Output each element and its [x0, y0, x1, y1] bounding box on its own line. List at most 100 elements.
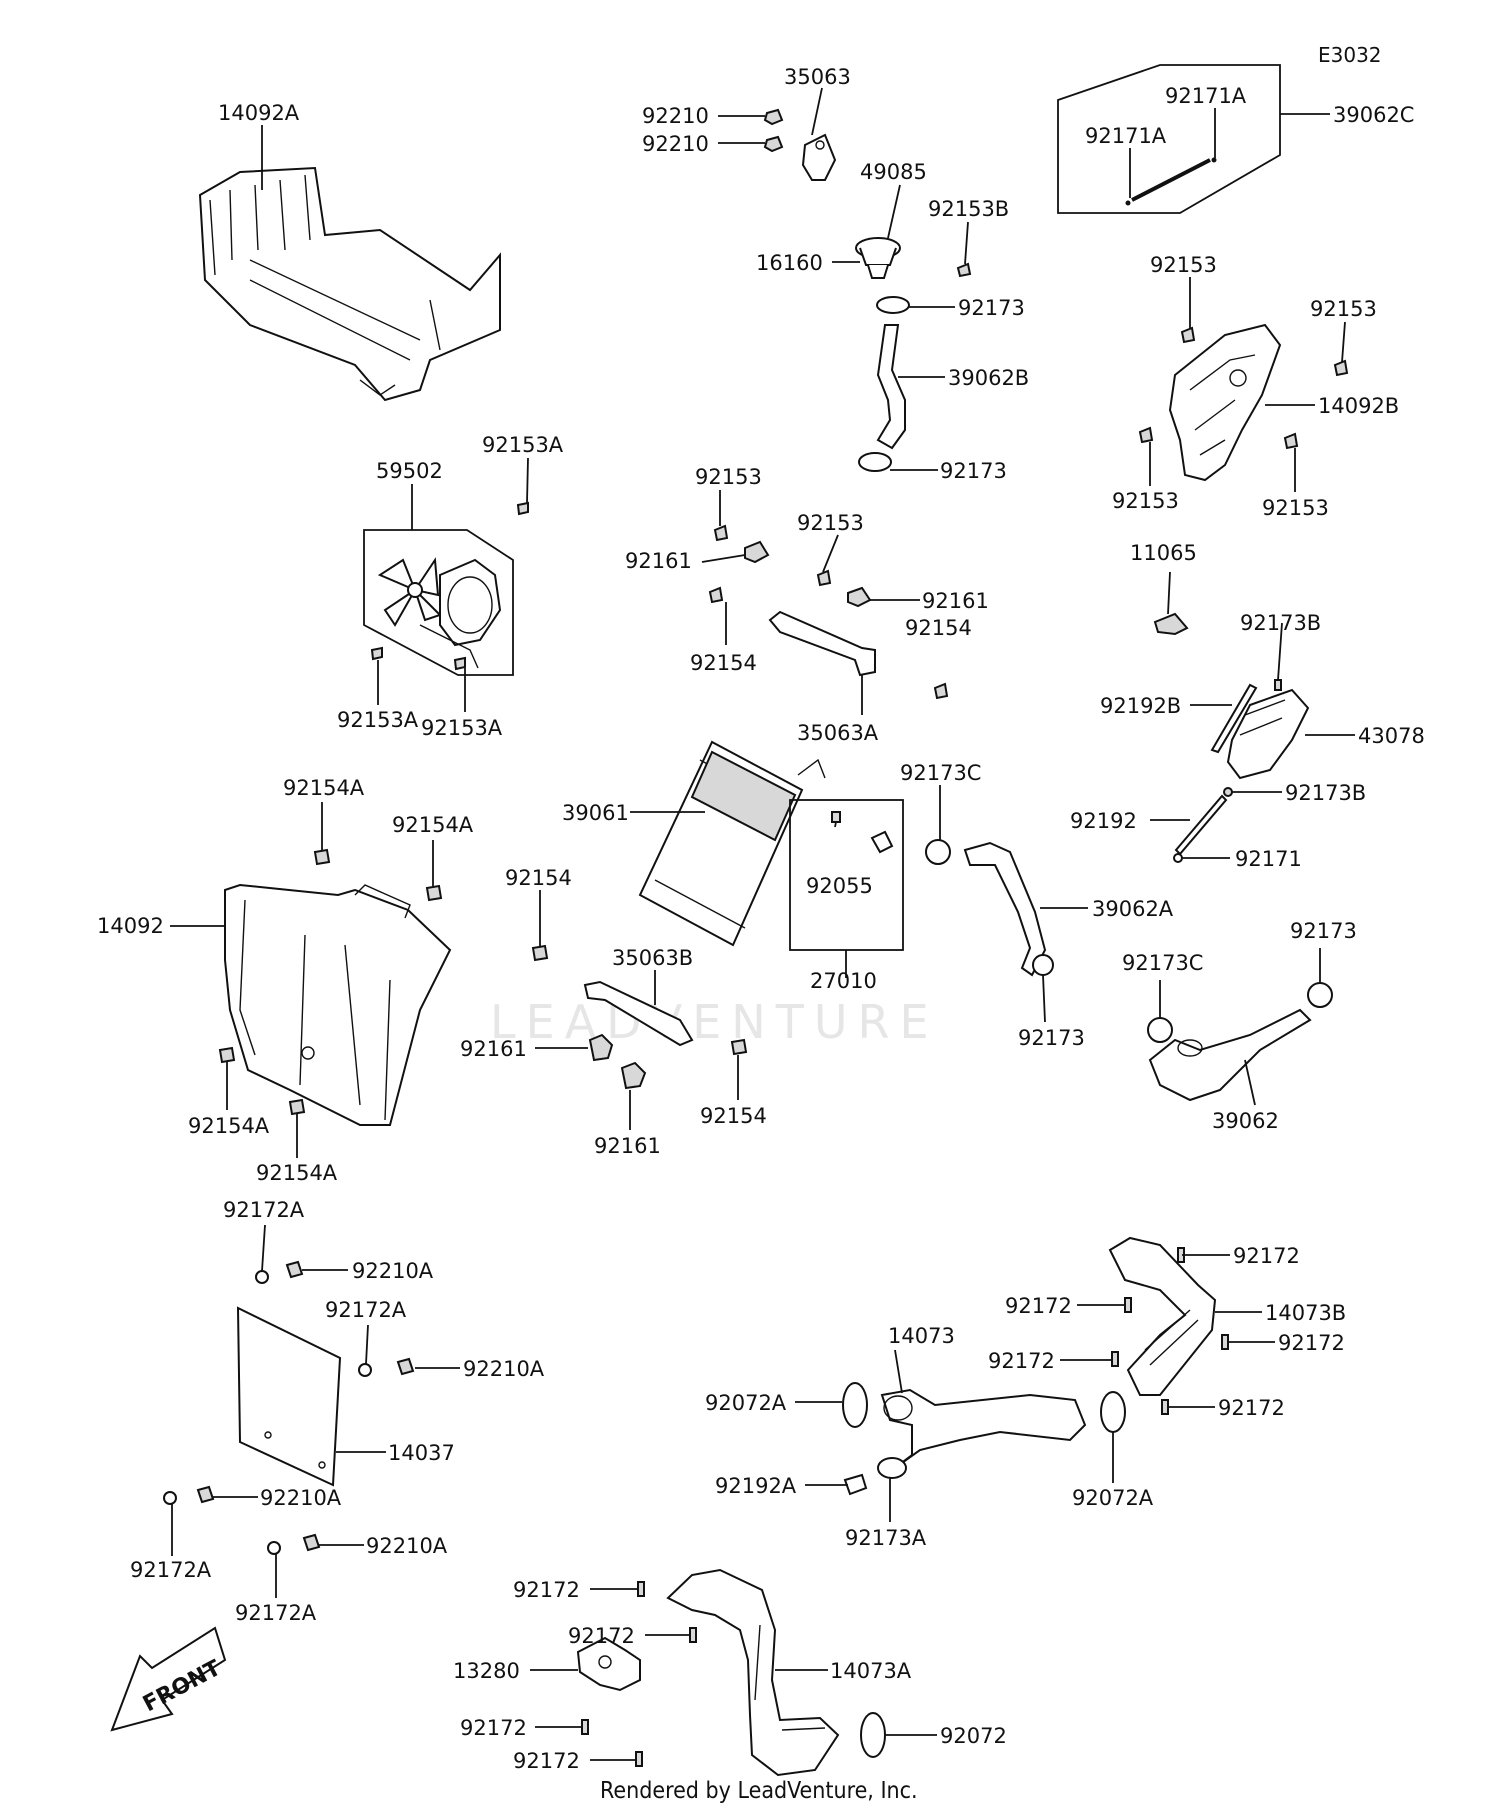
label-92192a: 92192A — [715, 1474, 797, 1498]
label-92154-2: 92154 — [905, 616, 972, 640]
label-14092a: 14092A — [218, 101, 300, 125]
part-92172a-clip-2 — [358, 1363, 372, 1377]
label-35063a: 35063A — [797, 721, 879, 745]
part-92172-bolt-r5 — [1161, 1399, 1169, 1415]
label-92173-3: 92173 — [1018, 1026, 1085, 1050]
part-92154a-bolt-4 — [288, 1098, 306, 1116]
part-92153-bolt-mid-1 — [713, 524, 729, 542]
label-92172-r3: 92172 — [1278, 1331, 1345, 1355]
part-92161-grommet-1 — [588, 1033, 614, 1062]
label-92172-r4: 92172 — [988, 1349, 1055, 1373]
part-92172-bolt-r1 — [1177, 1247, 1185, 1263]
label-92173-2: 92173 — [940, 459, 1007, 483]
part-92072-clamp — [860, 1712, 886, 1758]
label-92153a-2: 92153A — [337, 708, 419, 732]
label-92172-r5: 92172 — [1218, 1396, 1285, 1420]
label-92172-l4: 92172 — [513, 1749, 580, 1773]
label-92172a-4: 92172A — [235, 1601, 317, 1625]
label-92172a-3: 92172A — [130, 1558, 212, 1582]
part-39062a-hose — [963, 841, 1047, 977]
label-92173-1: 92173 — [958, 296, 1025, 320]
label-92154a-2: 92154A — [392, 813, 474, 837]
label-92171a-1: 92171A — [1085, 124, 1167, 148]
label-92153-2: 92153 — [1310, 297, 1377, 321]
label-14037: 14037 — [388, 1441, 455, 1465]
part-39062-hose — [1148, 1008, 1312, 1102]
part-14073-duct — [880, 1388, 1087, 1471]
label-14092b: 14092B — [1318, 394, 1399, 418]
label-59502: 59502 — [376, 459, 443, 483]
part-39062c-kit-box — [1057, 64, 1281, 214]
part-92192a-tube — [843, 1473, 868, 1496]
part-92153a-bolt-left — [370, 646, 383, 661]
label-39062a: 39062A — [1092, 897, 1174, 921]
part-43078-reservoir-tank — [1226, 688, 1310, 780]
part-92173c-clamp-2 — [1147, 1017, 1173, 1043]
front-arrow-icon: FRONT — [110, 1626, 227, 1732]
part-11065-cap — [1153, 612, 1189, 636]
label-92161-2: 92161 — [922, 589, 989, 613]
part-92154a-bolt-2 — [425, 884, 443, 902]
label-35063b: 35063B — [612, 946, 693, 970]
part-14092b-cover — [1168, 323, 1282, 482]
label-92192b: 92192B — [1100, 694, 1181, 718]
part-92210a-nut-3 — [196, 1485, 215, 1504]
part-92154-bolt-mid-1 — [708, 586, 724, 604]
label-14073: 14073 — [888, 1324, 955, 1348]
label-92171: 92171 — [1235, 847, 1302, 871]
part-92210-nut-1 — [763, 108, 784, 126]
part-92173c-clamp — [925, 839, 951, 865]
label-92172-l1: 92172 — [513, 1578, 580, 1602]
part-92172-bolt-l1 — [637, 1581, 645, 1597]
label-92153-3: 92153 — [1112, 489, 1179, 513]
label-92210a-3: 92210A — [260, 1486, 342, 1510]
part-92153-bolt-mid-2 — [816, 569, 832, 587]
part-92210a-nut-1 — [285, 1260, 304, 1279]
label-92192: 92192 — [1070, 809, 1137, 833]
part-92154a-bolt-1 — [313, 848, 331, 866]
label-92153a-1: 92153A — [482, 433, 564, 457]
label-92173b-2: 92173B — [1285, 781, 1366, 805]
label-35063: 35063 — [784, 65, 851, 89]
part-92173a-clamp — [877, 1457, 907, 1479]
label-92161-4: 92161 — [594, 1134, 661, 1158]
part-92192-hose — [1174, 794, 1228, 856]
part-14073a-duct — [666, 1568, 840, 1777]
leader-lines — [170, 87, 1355, 1761]
part-92153b-bolt — [956, 262, 972, 278]
part-92153-bolt-a — [1180, 326, 1196, 344]
label-92154-4: 92154 — [700, 1104, 767, 1128]
label-92172a-1: 92172A — [223, 1198, 305, 1222]
label-92172-r1: 92172 — [1233, 1244, 1300, 1268]
part-92171-clip — [1173, 853, 1183, 863]
label-92210-1: 92210 — [642, 104, 709, 128]
label-92154-1: 92154 — [690, 651, 757, 675]
part-92154-bolt-mid-3 — [531, 944, 549, 962]
label-92173-4: 92173 — [1290, 919, 1357, 943]
part-92173-clamp-4 — [1307, 982, 1333, 1008]
part-39062b-hose — [876, 324, 906, 450]
part-92153-bolt-d — [1283, 432, 1299, 450]
label-27010: 27010 — [810, 969, 877, 993]
part-92210-nut-2 — [763, 135, 784, 153]
label-92154a-3: 92154A — [188, 1114, 270, 1138]
label-92153-5: 92153 — [695, 465, 762, 489]
part-14037-panel — [236, 1306, 342, 1487]
part-92173-clamp-3 — [1032, 954, 1054, 976]
label-92153b: 92153B — [928, 197, 1009, 221]
part-labels: 14092A 35063 92210 92210 49085 92153B 16… — [97, 65, 1425, 1773]
part-92172-bolt-l2 — [689, 1627, 697, 1643]
part-14092a-cover — [198, 166, 501, 402]
part-92072a-clamp-1 — [842, 1382, 868, 1428]
label-39061: 39061 — [562, 801, 629, 825]
watermark-text: LEADVENTURE — [490, 995, 939, 1049]
label-39062c: 39062C — [1333, 103, 1414, 127]
part-92173b-clamp-low — [1223, 787, 1233, 797]
label-43078: 43078 — [1358, 724, 1425, 748]
label-92173c-1: 92173C — [900, 761, 981, 785]
label-92171a-2: 92171A — [1165, 84, 1247, 108]
label-92172-r2: 92172 — [1005, 1294, 1072, 1318]
part-14092-shroud — [224, 883, 452, 1126]
label-92055: 92055 — [806, 874, 873, 898]
